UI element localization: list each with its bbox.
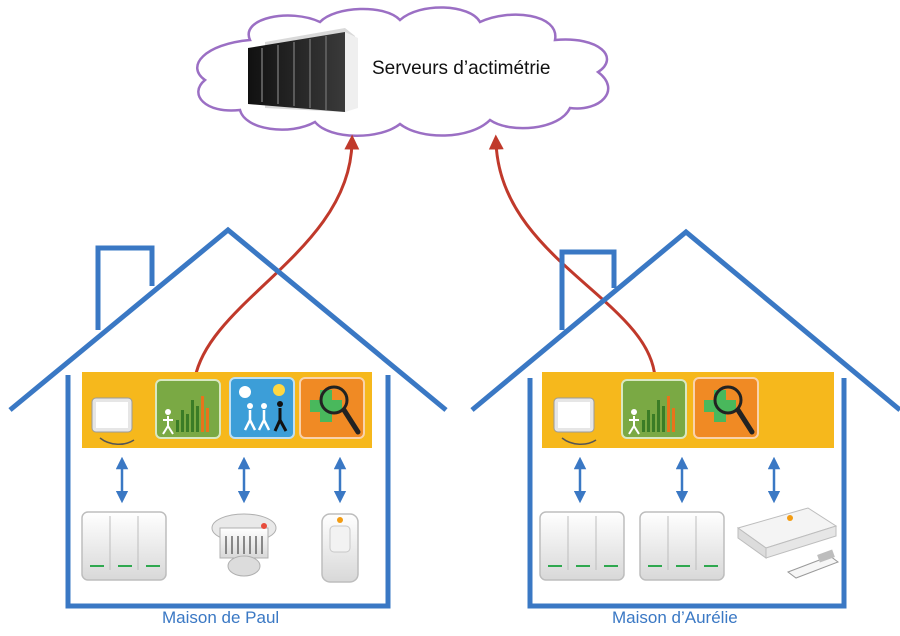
house-paul xyxy=(8,226,448,609)
wall-switch-icon xyxy=(81,511,167,581)
house-label-aurelie: Maison d’Aurélie xyxy=(612,608,738,627)
wall-switch-icon xyxy=(639,511,725,581)
server-rack-icon xyxy=(248,28,358,112)
motion-sensor-icon xyxy=(321,513,359,583)
health-search-icon xyxy=(299,377,365,439)
activity-chart-icon xyxy=(155,379,221,439)
house-aurelie xyxy=(470,228,900,609)
health-search-icon xyxy=(693,377,759,439)
upload-arrow-aurelie xyxy=(488,134,657,379)
house-label-paul: Maison de Paul xyxy=(162,608,280,627)
usb-gateway-icon xyxy=(736,507,840,579)
wall-switch-icon xyxy=(539,511,625,581)
cloud-label: Serveurs d’actimétrie xyxy=(372,58,551,79)
tablet-icon xyxy=(91,397,135,445)
upload-arrow-paul xyxy=(193,134,360,379)
smoke-detector-icon xyxy=(211,513,277,577)
tablet-icon xyxy=(553,397,597,445)
walking-people-lightbulb-icon xyxy=(229,377,295,439)
activity-chart-icon xyxy=(621,379,687,439)
